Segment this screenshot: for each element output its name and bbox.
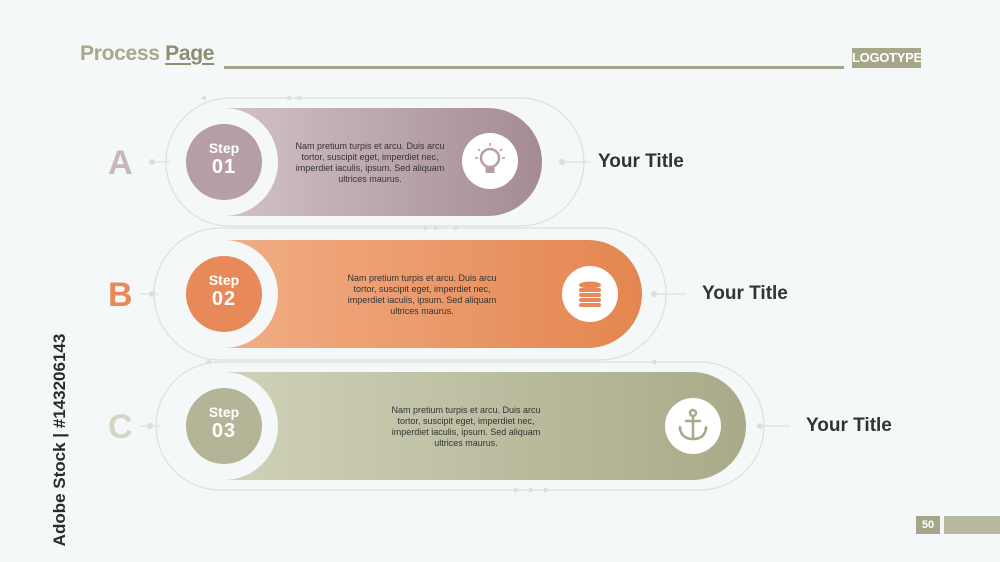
row-letter-b: B [108, 276, 133, 314]
coin-stack-icon [562, 266, 618, 322]
page-number: 50 [916, 516, 940, 534]
page-bar [944, 516, 1000, 534]
step-description-a: Nam pretium turpis et arcu. Duis arcu to… [295, 141, 445, 184]
row-letter-c: C [108, 408, 133, 446]
step-number: 02 [211, 288, 237, 310]
step-badge-b: Step 02 [186, 256, 262, 332]
step-badge-a: Step 01 [186, 124, 262, 200]
title-part-process: Process [80, 42, 166, 65]
step-description-c: Nam pretium turpis et arcu. Duis arcu to… [391, 405, 541, 448]
step-badge-c: Step 03 [186, 388, 262, 464]
page-title: Process Page [80, 42, 214, 66]
step-label: Step [208, 404, 240, 420]
anchor-icon [665, 398, 721, 454]
step-number: 01 [211, 156, 237, 178]
step-description-b: Nam pretium turpis et arcu. Duis arcu to… [347, 273, 497, 316]
row-letter-a: A [108, 144, 133, 182]
step-number: 03 [211, 420, 237, 442]
header-rule [224, 66, 844, 69]
step-label: Step [208, 140, 240, 156]
step-label: Step [208, 272, 240, 288]
step-title-b: Your Title [702, 283, 788, 304]
lightbulb-icon [462, 133, 518, 189]
step-title-a: Your Title [598, 151, 684, 172]
logotype-badge: LOGOTYPE [852, 48, 922, 68]
step-title-c: Your Title [806, 415, 892, 436]
title-part-page: Page [165, 42, 215, 65]
